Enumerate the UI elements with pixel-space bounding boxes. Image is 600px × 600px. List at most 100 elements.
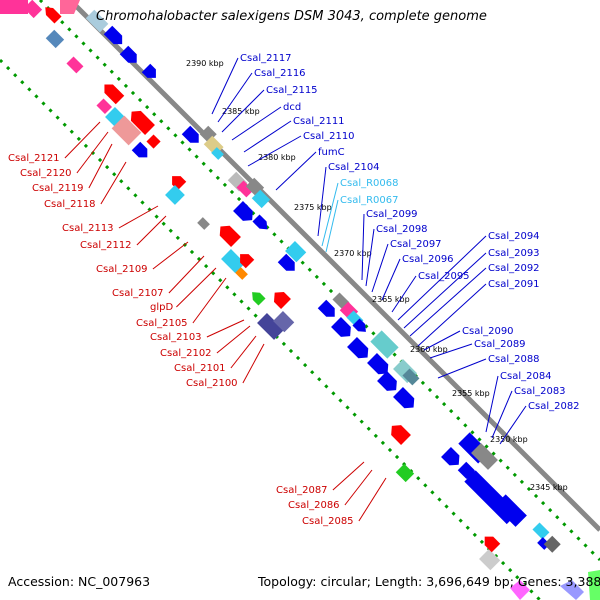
gene-label: Csal_2107	[112, 288, 164, 299]
gene-label: Csal_2105	[136, 318, 188, 329]
leader-line	[64, 121, 101, 159]
gene-labels: Csal_2117Csal_2116Csal_2115dcdCsal_2111C…	[8, 53, 580, 527]
leader-line	[332, 461, 365, 491]
genome-title: Chromohalobacter salexigens DSM 3043, co…	[96, 9, 487, 24]
kbp-tick-label: 2380 kbp	[258, 153, 296, 162]
gene-feature	[257, 313, 284, 340]
gene-label: Csal_2093	[488, 248, 540, 259]
gene-feature	[240, 254, 255, 269]
leader-line	[216, 325, 251, 354]
gene-feature	[233, 201, 253, 221]
gene-feature	[479, 549, 501, 571]
leader-line	[176, 267, 217, 308]
leader-line	[76, 131, 109, 174]
gene-feature	[484, 536, 501, 553]
leader-line	[317, 166, 327, 237]
genome-summary: Topology: circular; Length: 3,696,649 bp…	[258, 574, 600, 589]
leader-line	[192, 277, 227, 324]
gene-label: Csal_2083	[514, 386, 566, 397]
gene-label: dcd	[283, 102, 301, 113]
gene-feature	[273, 291, 291, 309]
gene-feature	[367, 353, 389, 375]
gene-feature	[45, 7, 62, 24]
gene-label: Csal_2090	[462, 326, 514, 337]
leader-line	[499, 405, 527, 445]
outer-guide-line	[38, 0, 600, 562]
gene-feature	[111, 115, 142, 146]
leader-line	[325, 199, 339, 253]
gene-label: Csal_2095	[418, 271, 470, 282]
gene-feature	[471, 443, 498, 470]
leader-line	[321, 182, 339, 247]
gene-label: fumC	[318, 147, 345, 158]
gene-feature	[66, 56, 84, 74]
gene-feature	[251, 189, 271, 209]
leader-line	[275, 151, 317, 191]
gene-label: Csal_2109	[96, 264, 148, 275]
leader-line	[344, 469, 373, 506]
leader-line	[358, 477, 387, 522]
leader-line	[391, 275, 417, 313]
gene-feature	[252, 214, 268, 230]
corner-feature	[560, 580, 584, 600]
gene-feature	[285, 241, 307, 263]
gene-label: Csal_2115	[266, 85, 318, 96]
leader-line	[221, 89, 265, 133]
leader-line	[381, 258, 401, 301]
leader-line	[231, 106, 282, 141]
kbp-tick-label: 2375 kbp	[294, 203, 332, 212]
gene-feature	[235, 267, 248, 280]
gene-label: Csal_R0067	[340, 195, 399, 206]
genome-backbone	[68, 0, 600, 532]
gene-feature	[494, 494, 527, 527]
corner-feature	[60, 0, 80, 14]
gene-label: Csal_2085	[302, 516, 354, 527]
kbp-tick-label: 2360 kbp	[410, 345, 448, 354]
kbp-tick-label: 2365 kbp	[372, 295, 410, 304]
gene-label: Csal_2091	[488, 279, 540, 290]
corner-feature	[588, 570, 600, 600]
gene-feature	[273, 311, 295, 333]
gene-label: Csal_2100	[186, 378, 238, 389]
kbp-tick-label: 2345 kbp	[530, 483, 568, 492]
gene-feature	[252, 292, 266, 306]
gene-label: Csal_2096	[402, 254, 454, 265]
gene-label: Csal_2112	[80, 240, 132, 251]
gene-label: Csal_2113	[62, 223, 114, 234]
gene-label: Csal_2084	[500, 371, 552, 382]
gene-feature	[131, 141, 148, 158]
leader-line	[243, 120, 292, 153]
gene-label: Csal_2089	[474, 339, 526, 350]
corner-feature	[0, 0, 28, 14]
gene-feature	[393, 387, 415, 409]
kbp-tick-label: 2355 kbp	[452, 389, 490, 398]
gene-feature	[352, 318, 366, 332]
gene-label: Csal_2086	[288, 500, 340, 511]
leader-line	[217, 72, 253, 123]
gene-label: Csal_2120	[20, 168, 72, 179]
gene-feature	[130, 110, 155, 135]
gene-feature	[96, 98, 113, 115]
gene-label: Csal_2103	[150, 332, 202, 343]
gene-label: Csal_2097	[390, 239, 442, 250]
label-leader-lines	[64, 57, 527, 522]
leader-line	[371, 243, 389, 293]
kbp-tick-label: 2390 kbp	[186, 59, 224, 68]
kbp-tick-label: 2370 kbp	[334, 249, 372, 258]
gene-feature	[377, 371, 397, 391]
gene-label: Csal_2111	[293, 116, 345, 127]
leader-line	[437, 358, 487, 379]
kbp-tick-label: 2385 kbp	[222, 107, 260, 116]
accession-text: Accession: NC_007963	[8, 574, 151, 589]
gene-feature	[141, 63, 156, 78]
leader-line	[485, 375, 499, 433]
gene-feature	[221, 249, 246, 274]
leader-line	[247, 135, 302, 167]
leader-line	[230, 335, 257, 369]
leader-line	[417, 283, 487, 347]
leader-line	[242, 343, 265, 384]
gene-feature	[402, 368, 420, 386]
gene-label: glpD	[150, 302, 173, 313]
kbp-tick-labels: 2390 kbp 2385 kbp 2380 kbp 2375 kbp 2370 kbp…	[186, 59, 568, 492]
leader-line	[397, 235, 487, 321]
